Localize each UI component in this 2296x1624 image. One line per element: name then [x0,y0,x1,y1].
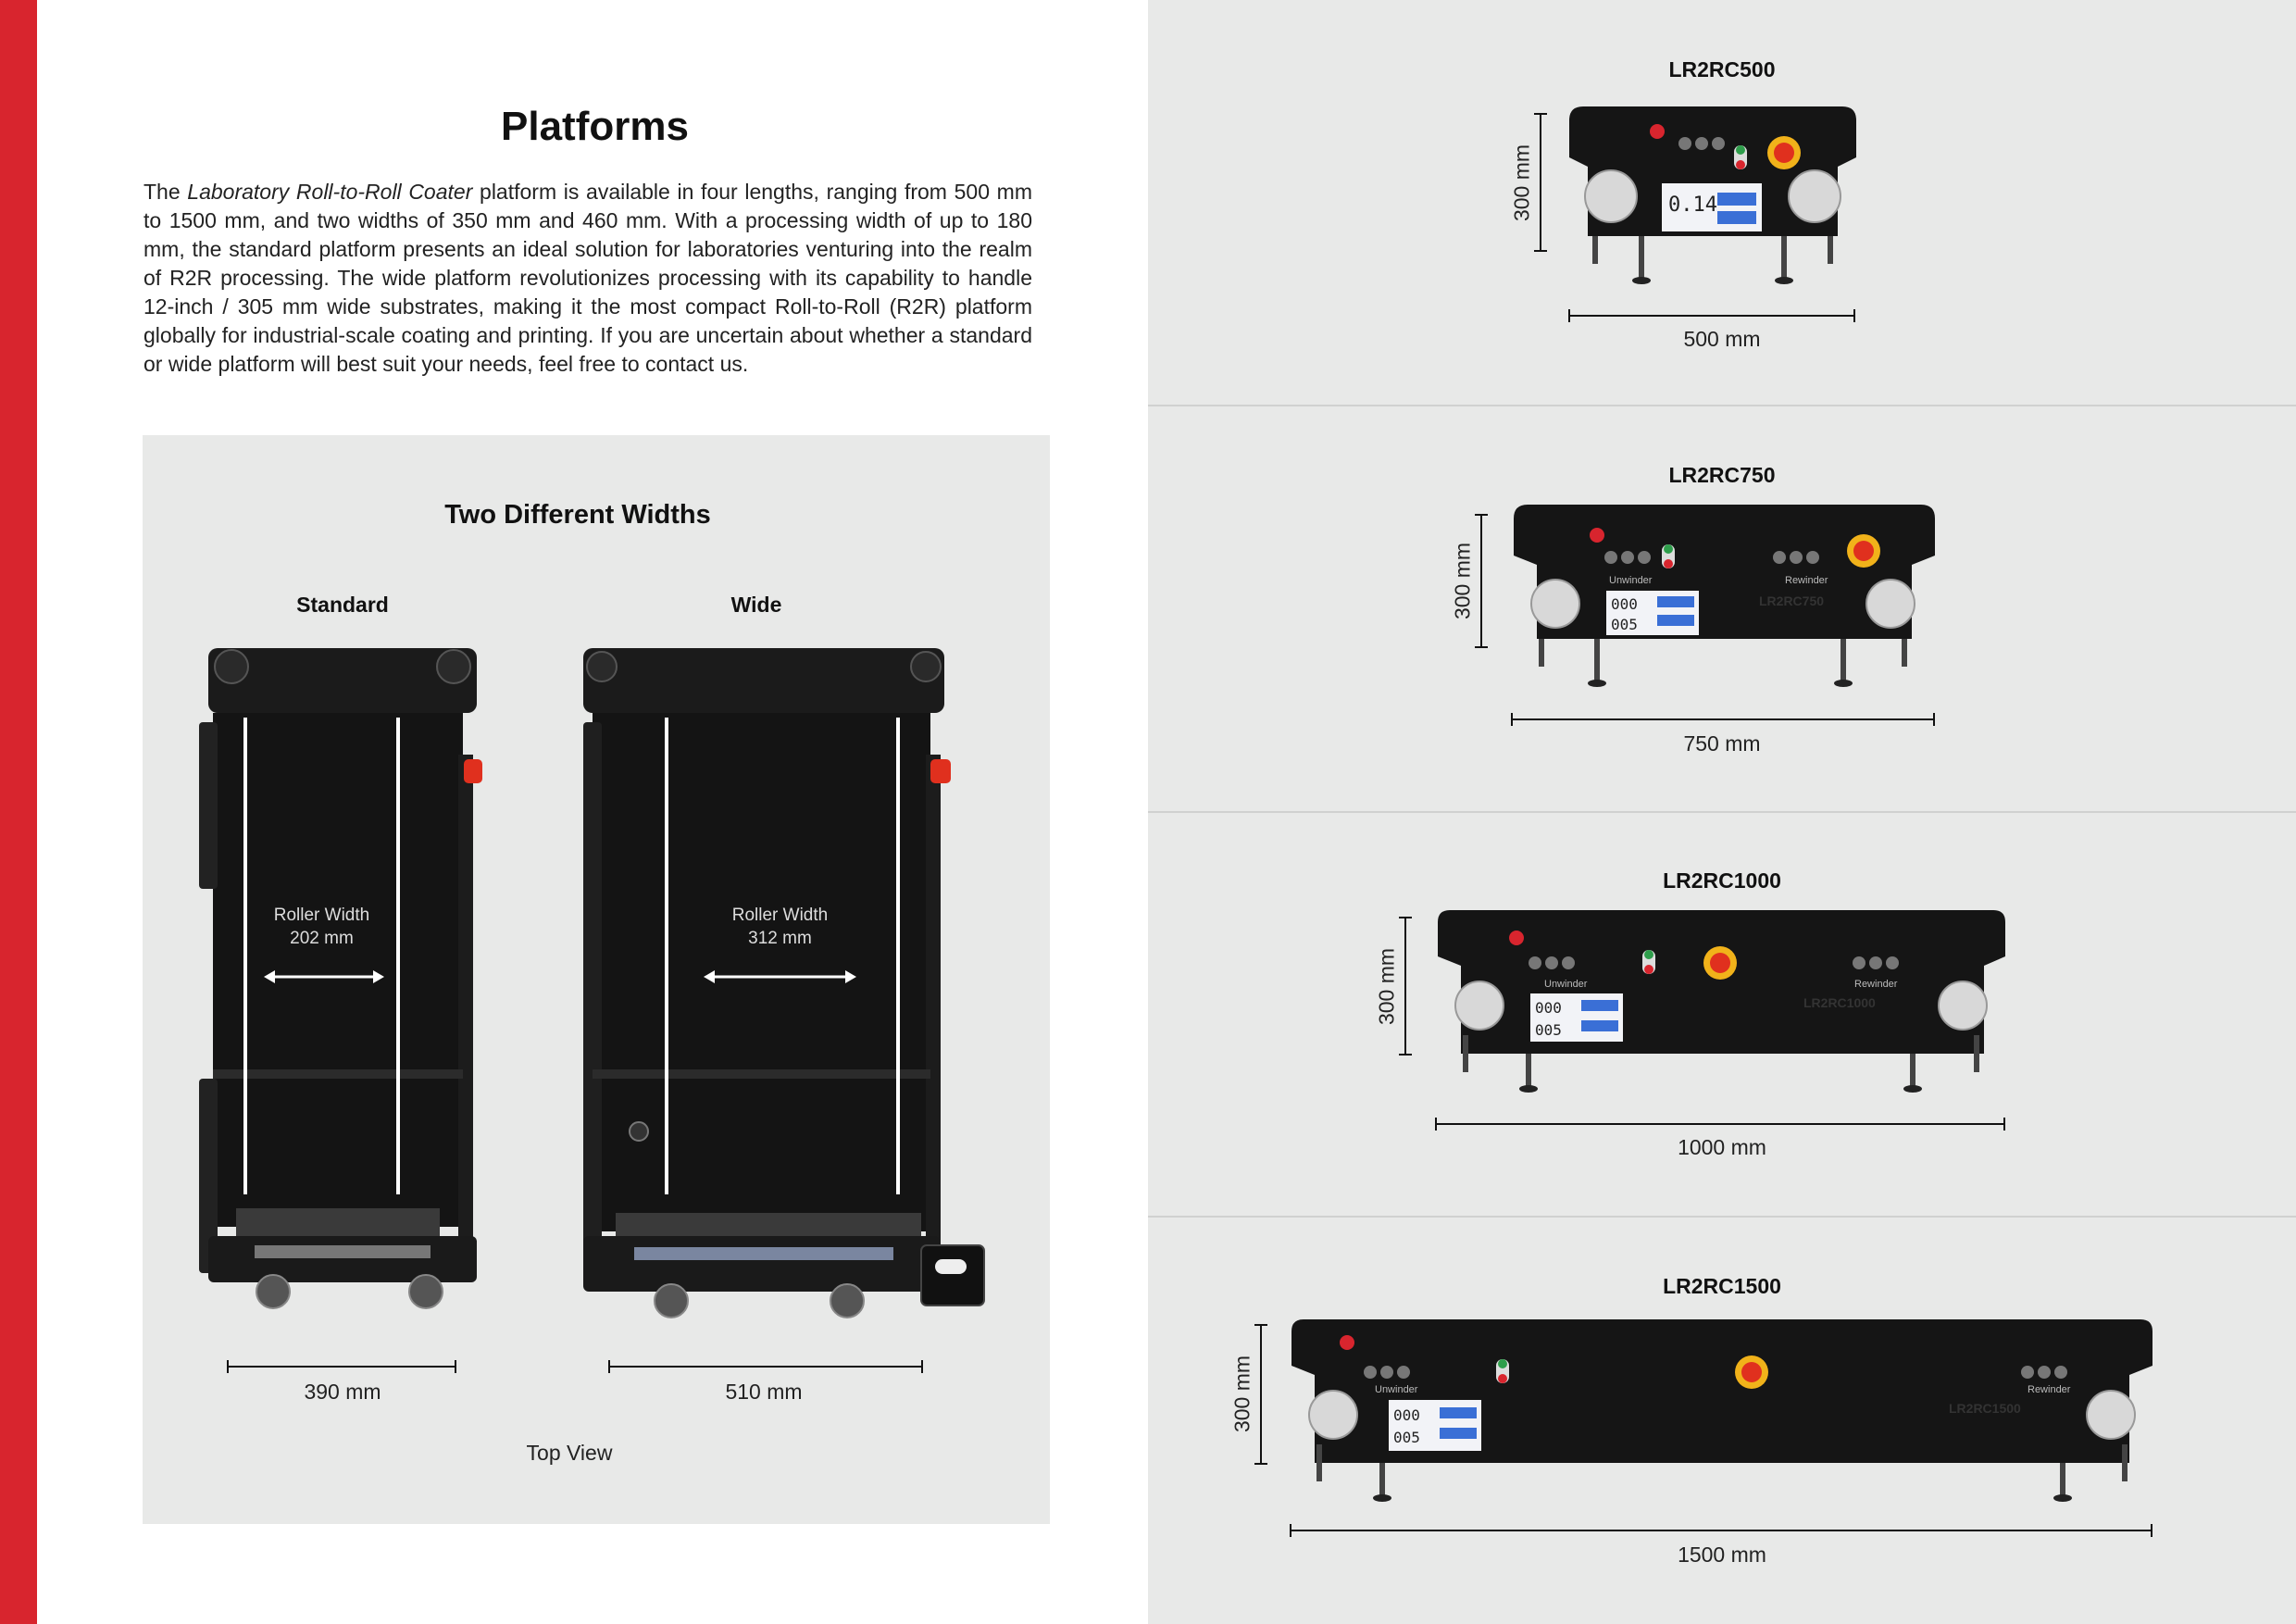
height-value: 300 mm [1450,542,1475,620]
unwinder-label: Unwinder [1544,979,1588,990]
lr2rc500-machine-front-view: 0.14 [1569,106,1856,284]
standard-width-value: 390 mm [304,1380,381,1404]
product-name: Laboratory Roll-to-Roll Coater [187,180,473,204]
display-readout: 000 [1535,999,1562,1017]
wide-roller-width-label: Roller Width [731,906,829,925]
lr2rc1500-machine-front-view: Unwinder Rewinder 000 005 LR2RC1500 [1292,1319,2152,1502]
top-view-caption: Top View [526,1441,613,1465]
wide-machine-top-view [583,648,985,1318]
length-value: 1500 mm [1678,1543,1766,1567]
page-title: Platforms [501,104,689,149]
length-value: 1000 mm [1678,1135,1766,1159]
wide-roller-width-value: 312 mm [748,929,812,948]
length-value: 500 mm [1683,327,1761,351]
height-dimension-line [1534,113,1547,252]
section-divider [1148,405,2296,406]
wide-width-value: 510 mm [725,1380,803,1404]
lr2rc750-machine-front-view: Unwinder Rewinder 000 005 LR2RC750 [1514,505,1935,687]
length-dimension-line [1290,1524,2152,1537]
height-dimension-line [1399,917,1412,1056]
widths-heading: Two Different Widths [444,500,711,530]
length-dimension-line [1435,1118,2005,1131]
model-name: LR2RC1000 [1663,868,1781,893]
display-readout: 0.14 [1668,194,1717,217]
accent-bar [0,0,37,1624]
standard-label: Standard [296,593,389,617]
display-readout: 005 [1611,616,1638,633]
model-name: LR2RC750 [1668,463,1776,487]
brand-plate: LR2RC1000 [1803,995,1876,1010]
height-value: 300 mm [1374,947,1399,1026]
standard-width-dimension-line [227,1360,456,1373]
rewinder-label: Rewinder [2028,1384,2071,1395]
model-name: LR2RC1500 [1663,1274,1781,1298]
wide-width-dimension-line [608,1360,923,1373]
height-dimension-line [1254,1324,1267,1465]
model-name: LR2RC500 [1668,57,1776,81]
intro-paragraph: The Laboratory Roll-to-Roll Coater platf… [144,180,1032,376]
height-value: 300 mm [1509,144,1534,222]
brand-plate: LR2RC1500 [1949,1401,2021,1416]
wide-label: Wide [730,593,782,617]
display-readout: 000 [1611,595,1638,613]
rewinder-label: Rewinder [1785,575,1828,586]
brand-plate: LR2RC750 [1759,593,1824,608]
height-value: 300 mm [1229,1355,1254,1433]
standard-roller-width-label: Roller Width [273,906,370,925]
section-divider [1148,811,2296,813]
display-readout: 005 [1393,1429,1420,1446]
display-readout: 000 [1393,1406,1420,1424]
lr2rc1000-machine-front-view: Unwinder Rewinder 000 005 LR2RC1000 [1438,910,2005,1093]
standard-roller-width-value: 202 mm [290,929,354,948]
length-dimension-line [1511,713,1935,726]
unwinder-label: Unwinder [1375,1384,1418,1395]
rewinder-label: Rewinder [1854,979,1898,990]
standard-machine-top-view [199,648,482,1309]
section-divider [1148,1216,2296,1218]
unwinder-label: Unwinder [1609,575,1653,586]
display-readout: 005 [1535,1021,1562,1039]
height-dimension-line [1475,514,1488,648]
length-value: 750 mm [1683,731,1761,756]
length-dimension-line [1568,309,1855,322]
